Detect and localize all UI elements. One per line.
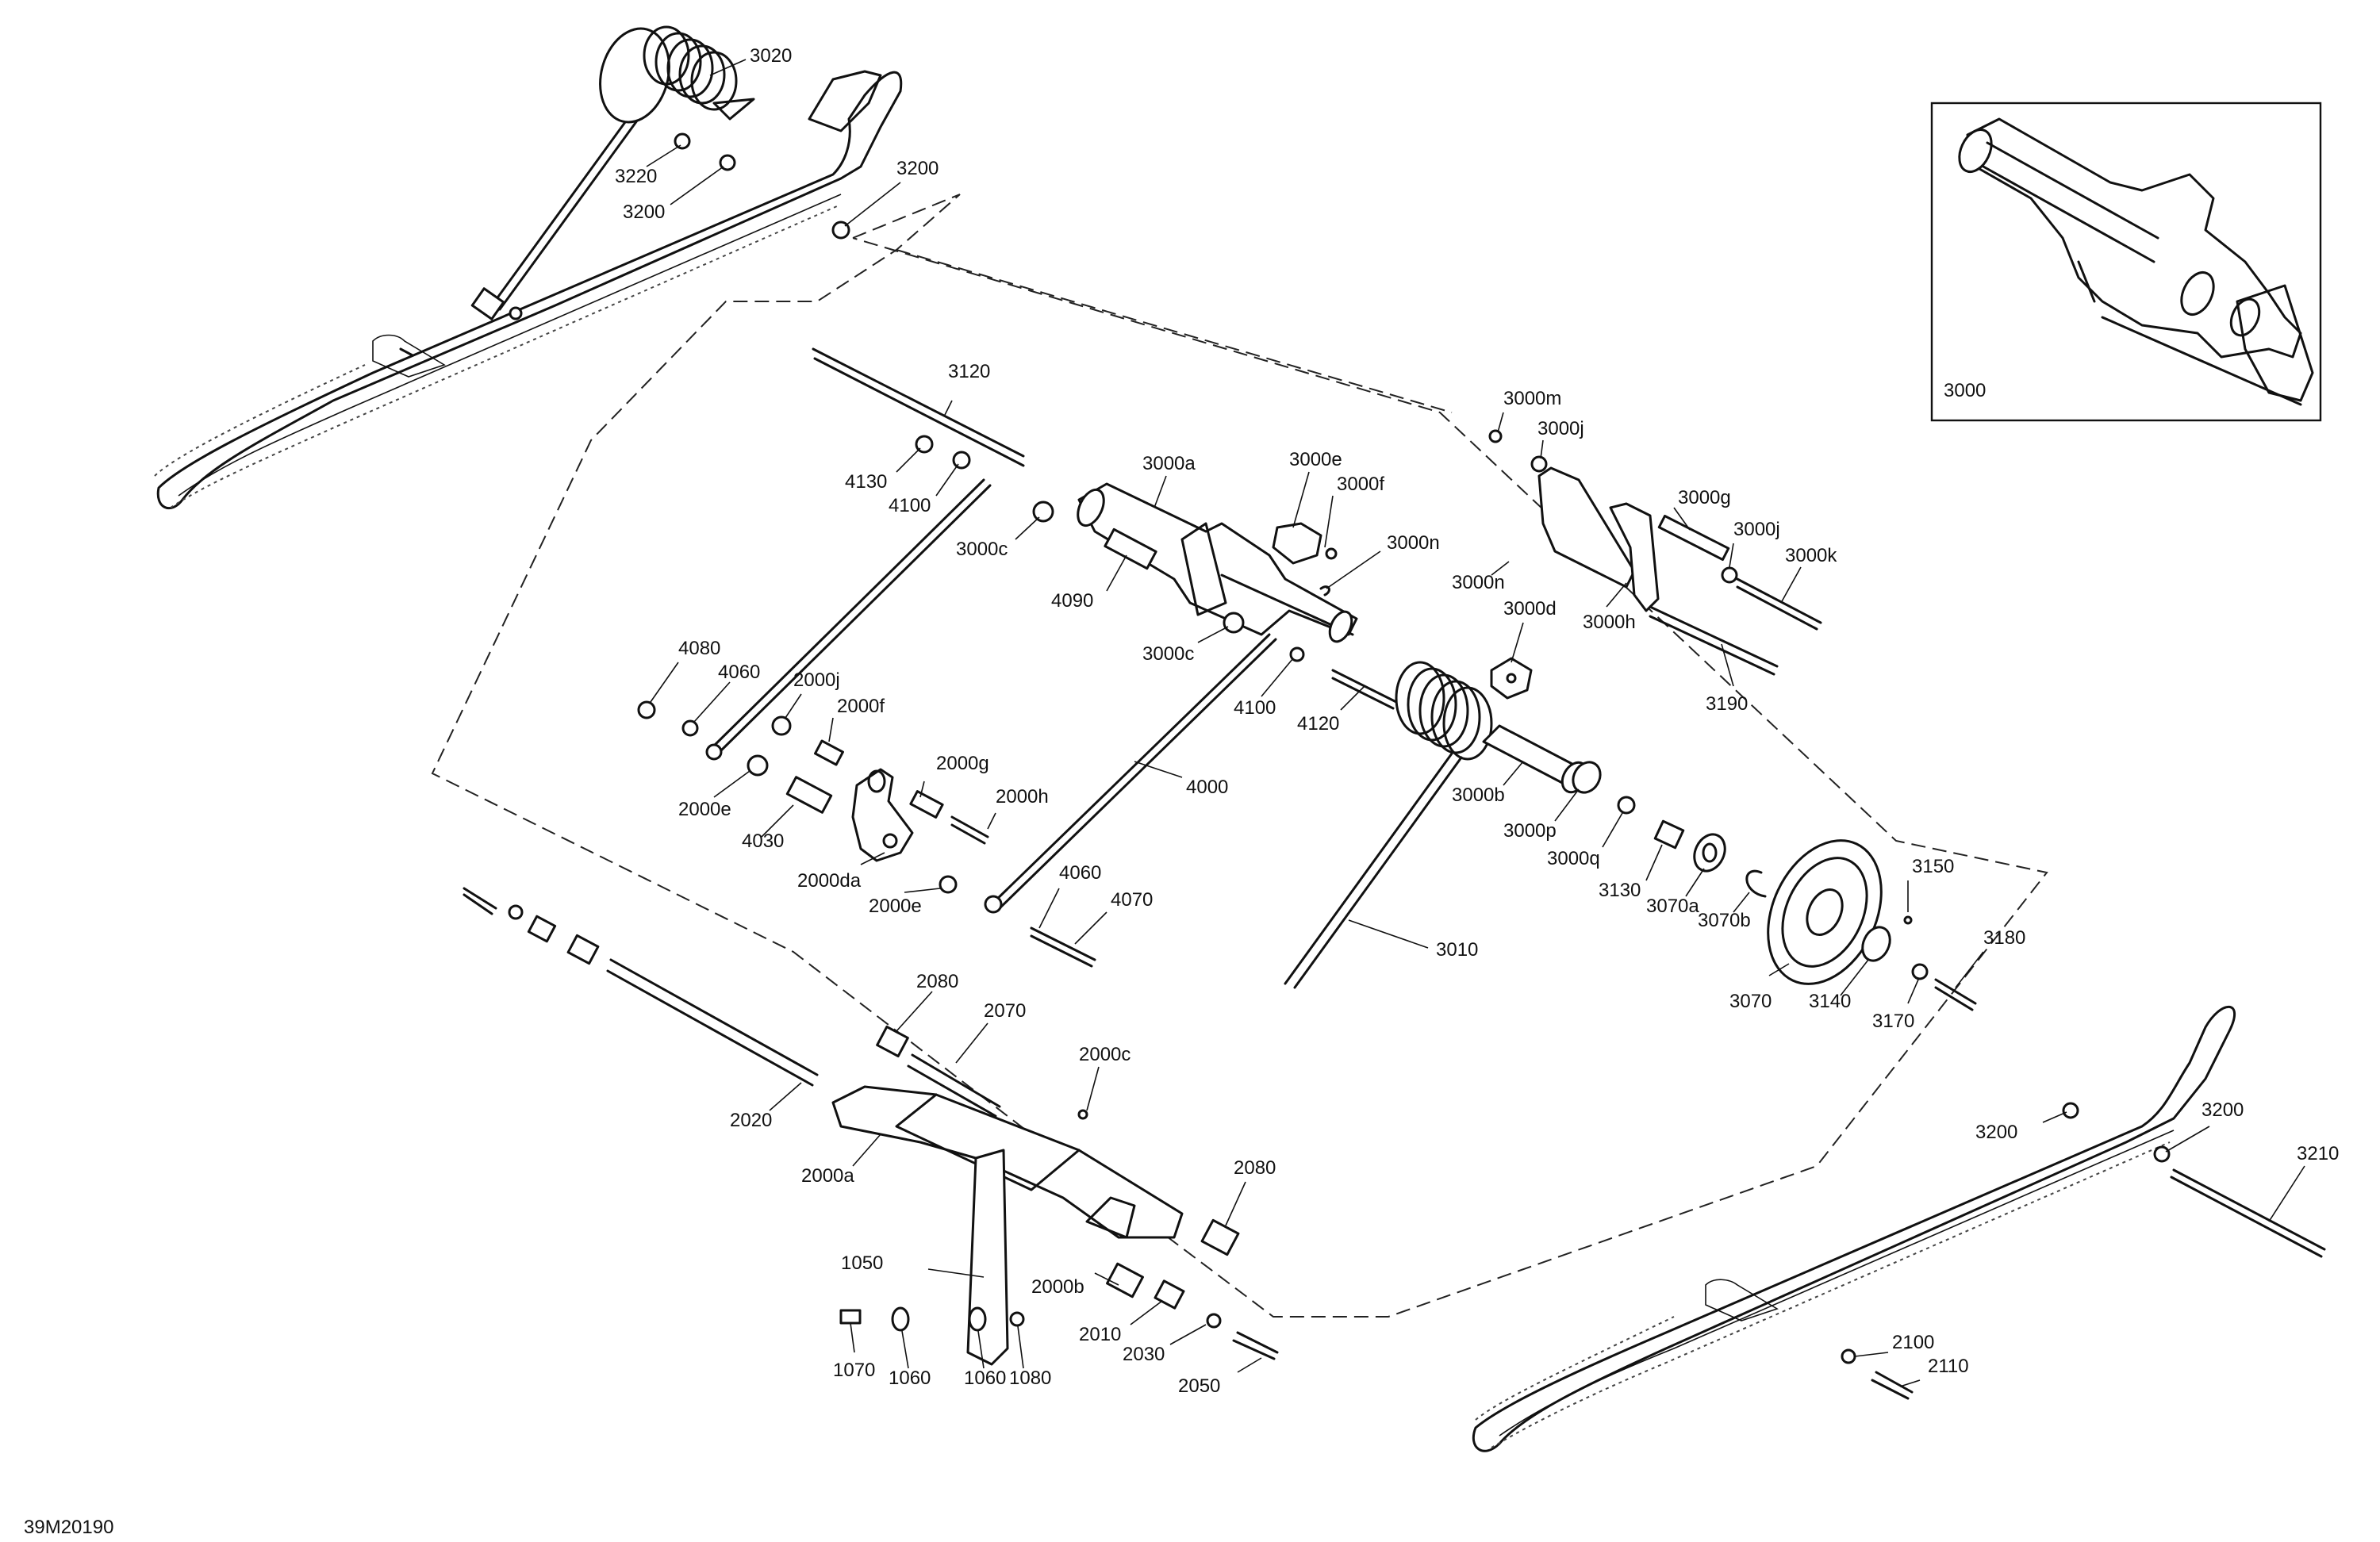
- callout: 3000j: [1537, 418, 1584, 439]
- callout: 3190: [1706, 693, 1748, 715]
- callout: 4120: [1297, 713, 1339, 735]
- callout: 2000h: [996, 786, 1049, 807]
- callout: 3000m: [1503, 388, 1561, 409]
- callout: 3000j: [1733, 519, 1780, 540]
- callout: 2020: [730, 1110, 772, 1131]
- callout: 4100: [1234, 697, 1276, 719]
- callout: 3000b: [1452, 784, 1505, 806]
- callout: 4060: [1059, 862, 1101, 884]
- callout: 2000f: [837, 696, 885, 717]
- callout: 2110: [1928, 1356, 1969, 1377]
- inset-part-label: 3000: [1944, 380, 1986, 401]
- callout: 3180: [1983, 927, 2025, 949]
- callout: 3070a: [1646, 896, 1699, 917]
- callout: 3000h: [1583, 612, 1636, 633]
- callout: 3000n: [1452, 572, 1505, 593]
- callout: 2000j: [793, 669, 840, 691]
- callout: 4000: [1186, 777, 1228, 798]
- callout: 3000g: [1678, 487, 1731, 508]
- callout: 3010: [1436, 939, 1478, 961]
- callout: 3120: [948, 361, 990, 382]
- rear-bracket-assembly: [1488, 429, 1822, 676]
- callout: 3020: [750, 45, 792, 67]
- callout: 3130: [1599, 880, 1641, 901]
- callout: 3200: [1975, 1122, 2017, 1143]
- callout: 3000q: [1547, 848, 1600, 869]
- callout: 2080: [916, 971, 958, 992]
- callout: 3000a: [1142, 453, 1196, 474]
- callout: 4070: [1111, 889, 1153, 911]
- callout: 2100: [1892, 1332, 1934, 1353]
- callout: 1080: [1009, 1367, 1051, 1389]
- rear-arm-assembly: [463, 887, 1279, 1366]
- callout: 3150: [1912, 856, 1954, 877]
- callout: 2000da: [797, 870, 862, 892]
- callout: 4130: [845, 471, 887, 493]
- callout: 2000a: [801, 1165, 854, 1187]
- callout: 3000c: [1142, 643, 1194, 665]
- front-arm-assembly: [637, 347, 1977, 1011]
- callout: 3000f: [1337, 474, 1384, 495]
- callout-labels: 3020 3220 3200 3200 3120 4130 4100 3000c…: [615, 45, 2339, 1397]
- callout: 3000k: [1785, 545, 1837, 566]
- callout: 4090: [1051, 590, 1093, 612]
- callout: 1060: [964, 1367, 1006, 1389]
- leader-lines: [646, 59, 2305, 1387]
- callout: 3000n: [1387, 532, 1440, 554]
- callout: 3070: [1729, 991, 1772, 1012]
- callout: 3200: [2202, 1099, 2244, 1121]
- callout: 1070: [833, 1360, 875, 1381]
- callout: 3170: [1872, 1011, 1914, 1032]
- callout: 3070b: [1698, 910, 1751, 931]
- callout: 3000p: [1503, 820, 1557, 842]
- shock-absorber-3020: [470, 25, 755, 320]
- callout: 3200: [623, 201, 665, 223]
- right-ski: [1472, 1005, 2326, 1452]
- callout: 2000e: [869, 896, 922, 917]
- callout: 2010: [1079, 1324, 1121, 1345]
- callout: 2080: [1234, 1157, 1276, 1179]
- callout: 2000e: [678, 799, 731, 820]
- callout: 2000b: [1031, 1276, 1084, 1298]
- callout: 3000d: [1503, 598, 1557, 619]
- document-code: 39M20190: [24, 1517, 113, 1538]
- callout: 2030: [1123, 1344, 1165, 1365]
- callout: 4030: [742, 830, 784, 852]
- callout: 4080: [678, 638, 720, 659]
- callout: 2000c: [1079, 1044, 1130, 1065]
- inset-part-3000: [1930, 102, 2322, 422]
- callout: 3210: [2297, 1143, 2339, 1164]
- callout: 3220: [615, 166, 657, 187]
- callout: 3200: [896, 158, 939, 179]
- callout: 3140: [1809, 991, 1851, 1012]
- callout: 4060: [718, 662, 760, 683]
- left-ski: [154, 70, 903, 510]
- callout: 1060: [889, 1367, 931, 1389]
- callout: 1050: [841, 1252, 883, 1274]
- callout: 3000e: [1289, 449, 1342, 470]
- callout: 2070: [984, 1000, 1026, 1022]
- callout: 4100: [889, 495, 931, 516]
- callout: 2000g: [936, 753, 989, 774]
- assembly-dashed-outline: [431, 194, 2048, 1318]
- callout: 2050: [1178, 1375, 1220, 1397]
- lower-linkage-2000: [747, 715, 1096, 968]
- callout: 3000c: [956, 539, 1008, 560]
